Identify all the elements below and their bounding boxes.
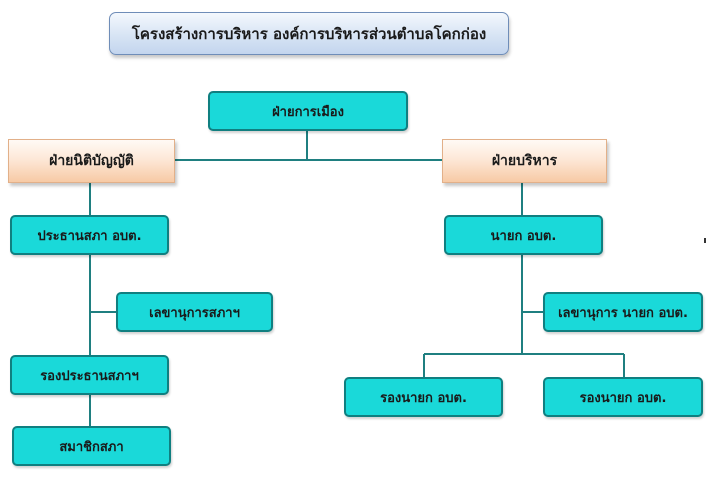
deputy-mayor-left-node: รองนายก อบต. bbox=[344, 377, 503, 417]
mayor-node: นายก อบต. bbox=[444, 215, 603, 255]
legislative-branch-node: ฝ่ายนิติบัญญัติ bbox=[8, 139, 175, 183]
stray-mark bbox=[704, 238, 706, 243]
mayor-secretary-node: เลขานุการ นายก อบต. bbox=[543, 292, 703, 332]
executive-branch-node: ฝ่ายบริหาร bbox=[442, 139, 607, 183]
council-secretary-node: เลขานุการสภาฯ bbox=[116, 292, 273, 332]
council-member-node: สมาชิกสภา bbox=[12, 426, 171, 466]
chart-title: โครงสร้างการบริหาร องค์การบริหารส่วนตำบล… bbox=[109, 12, 509, 55]
council-chairman-node: ประธานสภา อบต. bbox=[10, 215, 169, 255]
council-vice-chairman-node: รองประธานสภาฯ bbox=[10, 355, 169, 395]
deputy-mayor-right-node: รองนายก อบต. bbox=[543, 377, 703, 417]
politics-node: ฝ่ายการเมือง bbox=[208, 91, 408, 131]
